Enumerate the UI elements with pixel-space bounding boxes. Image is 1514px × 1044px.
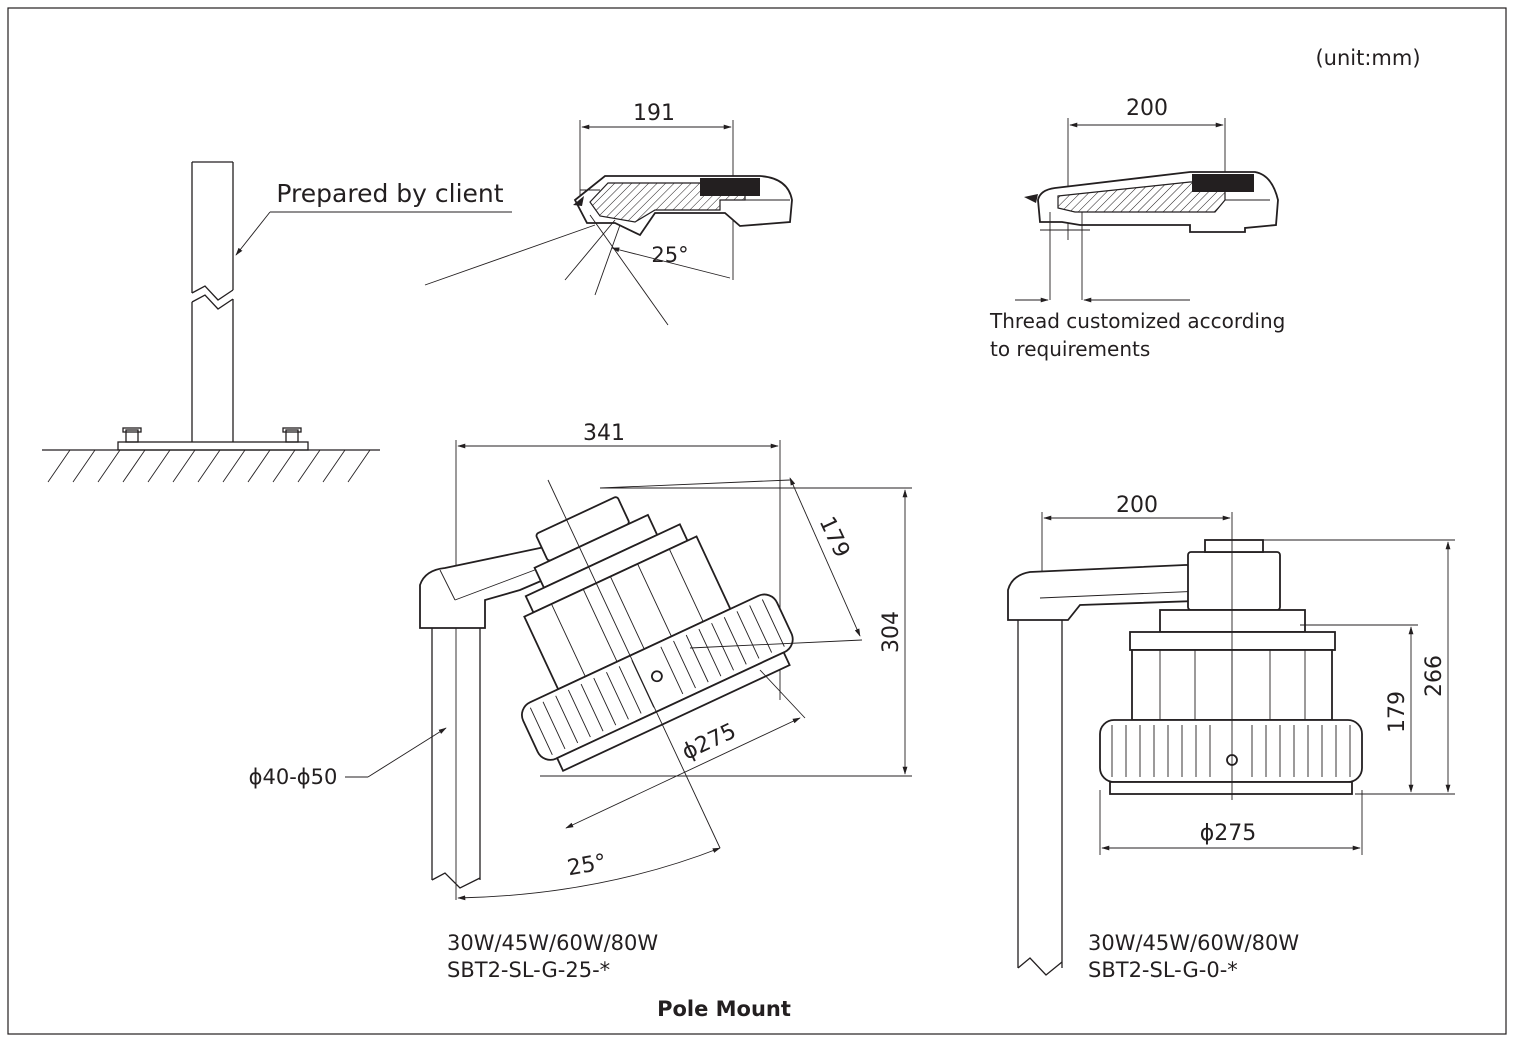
pole-detail: Prepared by client	[42, 161, 512, 483]
front-straight-height-dim: 266	[1422, 655, 1447, 697]
front-view-tilted: 341	[249, 421, 912, 982]
straight-fins	[1111, 725, 1351, 777]
side-straight-width-dim: 200	[1126, 96, 1168, 121]
side-tilted-angle-dim: 25°	[651, 243, 688, 267]
thread-note-line1: Thread customized according	[989, 309, 1285, 333]
pole-diameter-dim: ϕ40-ϕ50	[249, 765, 338, 789]
side-view-straight: 200 Thread customized according to requi…	[989, 96, 1285, 361]
drawing-border	[7, 7, 1507, 1035]
side-tilted-width-dim: 191	[633, 101, 675, 126]
ground-hatching	[47, 449, 371, 483]
front-tilted-angle-dim: 25°	[565, 850, 608, 881]
thread-note-line2: to requirements	[990, 337, 1150, 361]
front-tilted-width-dim: 341	[583, 421, 625, 446]
front-tilted-model-line1: 30W/45W/60W/80W	[447, 931, 658, 955]
front-tilted-model-line2: SBT2-SL-G-25-*	[447, 958, 610, 982]
front-straight-diameter-dim: ϕ275	[1200, 821, 1257, 846]
front-straight-model-line1: 30W/45W/60W/80W	[1088, 931, 1299, 955]
front-straight-model-line2: SBT2-SL-G-0-*	[1088, 958, 1238, 982]
caption: Pole Mount	[657, 997, 791, 1021]
front-tilted-depth-dim: 179	[814, 513, 854, 562]
tilted-lamp-body	[521, 496, 794, 772]
front-view-straight: 200	[1007, 493, 1455, 982]
front-tilted-height-dim: 304	[879, 611, 904, 653]
side-view-tilted: 191 25°	[424, 101, 793, 326]
prepared-by-client-label: Prepared by client	[276, 179, 503, 208]
front-straight-width-dim: 200	[1116, 493, 1158, 518]
unit-note: (unit:mm)	[1315, 46, 1420, 70]
front-tilted-diameter-dim: ϕ275	[678, 719, 740, 766]
front-straight-depth-dim: 179	[1385, 691, 1410, 733]
